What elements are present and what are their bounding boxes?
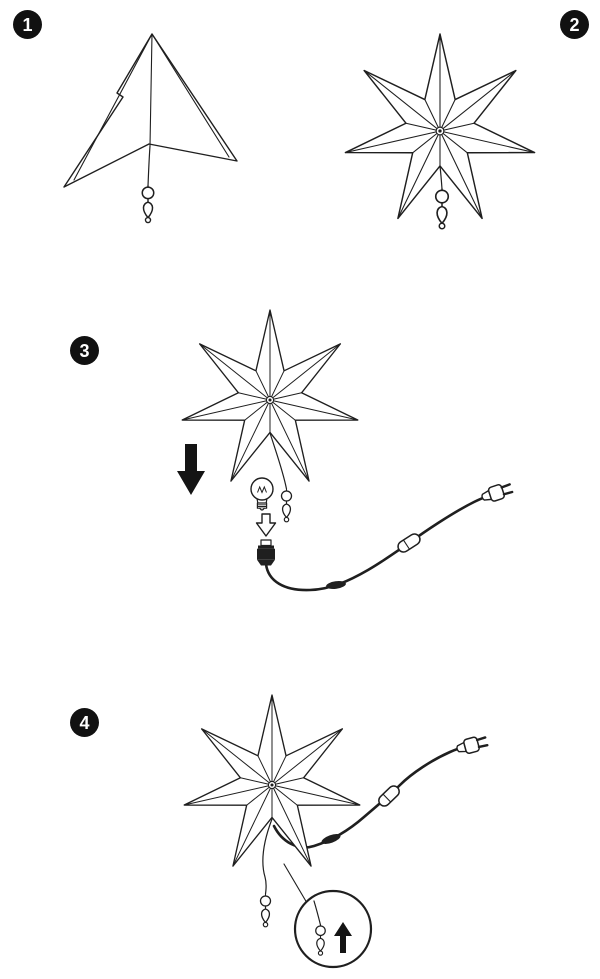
- step-1-number: 1: [22, 14, 33, 35]
- step-3-number: 3: [79, 340, 90, 361]
- step-3-badge: 3: [70, 336, 99, 365]
- tassel-pendant: [434, 188, 450, 230]
- step-2-badge: 2: [560, 10, 589, 39]
- step2-illustration: [344, 33, 536, 230]
- lamp-socket-icon: [256, 539, 276, 567]
- step-4-badge: 4: [70, 708, 99, 737]
- step-4-number: 4: [79, 712, 90, 733]
- tassel-string: [439, 165, 443, 190]
- tassel-pendant: [280, 489, 293, 523]
- inline-switch-icon: [375, 782, 403, 810]
- step4-illustration: [183, 694, 490, 969]
- press-down-arrow-icon: [177, 444, 205, 495]
- push-up-arrow-icon: [334, 922, 352, 953]
- seven-point-star: [181, 309, 359, 482]
- tassel-string: [262, 818, 273, 895]
- inline-switch-icon: [395, 531, 423, 555]
- tassel-string: [269, 432, 288, 490]
- power-cord: [264, 493, 492, 592]
- step3-illustration: [177, 309, 515, 592]
- power-plug-icon: [478, 480, 515, 506]
- detail-magnifier-circle: [293, 889, 373, 969]
- step-1-badge: 1: [13, 10, 42, 39]
- tassel-pendant: [141, 185, 155, 224]
- folded-star-fold-lines: [73, 33, 230, 181]
- light-bulb-icon: [250, 477, 274, 511]
- magnifier-leader-line: [283, 863, 308, 904]
- step-2-number: 2: [569, 14, 580, 35]
- tassel-string: [147, 145, 151, 187]
- tassel-pendant: [259, 894, 272, 928]
- detail-string: [313, 900, 322, 926]
- insert-down-arrow-icon: [255, 513, 277, 537]
- step1-illustration: [63, 33, 238, 224]
- power-plug-icon: [454, 733, 490, 758]
